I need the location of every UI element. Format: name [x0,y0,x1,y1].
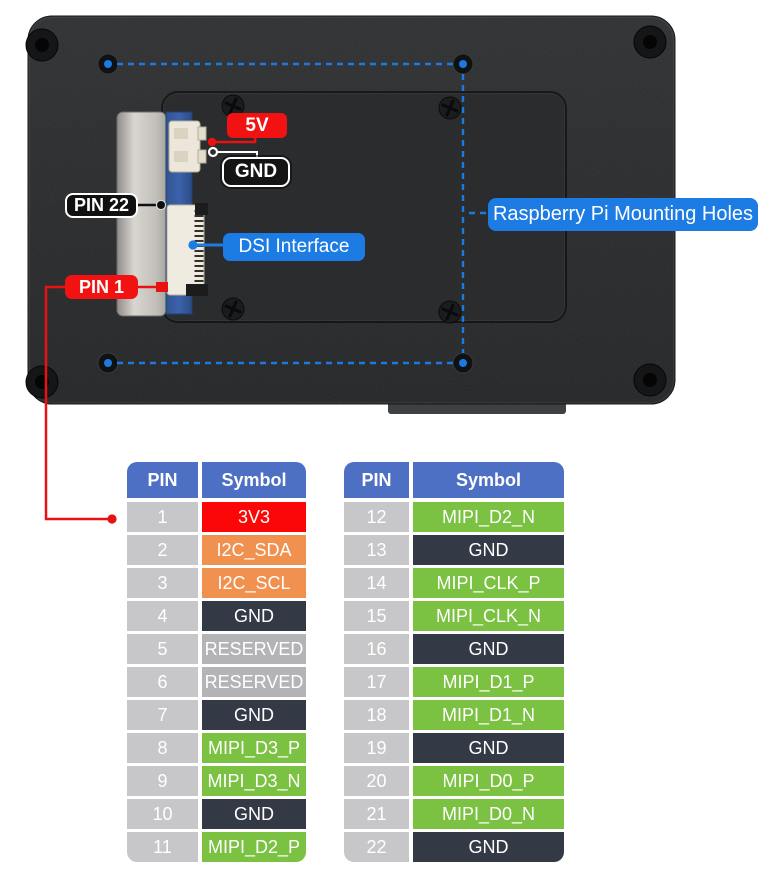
pin-cell: 12 [344,502,409,532]
symbol-header: Symbol [413,462,564,498]
symbol-cell: MIPI_D0_N [413,799,564,829]
pin-cell: 6 [127,667,198,697]
symbol-cell: I2C_SDA [202,535,306,565]
symbol-cell: MIPI_D0_P [413,766,564,796]
pin-cell: 11 [127,832,198,862]
symbol-cell: MIPI_D2_P [202,832,306,862]
pin-cell: 7 [127,700,198,730]
corner-screw-icons [25,25,667,399]
label-gnd: GND [222,157,290,187]
screw-icon [633,363,667,397]
table-header-row: PIN Symbol [127,462,306,498]
pin-cell: 16 [344,634,409,664]
symbol-cell: GND [413,733,564,763]
symbol-cell: MIPI_D3_N [202,766,306,796]
symbol-cell: I2C_SCL [202,568,306,598]
dsi-connector [166,203,208,296]
pin-cell: 1 [127,502,198,532]
screw-icon [438,300,462,324]
mounting-hole-icon [452,352,474,374]
symbol-cell: RESERVED [202,667,306,697]
symbol-cell: GND [413,832,564,862]
symbol-header: Symbol [202,462,306,498]
symbol-cell: MIPI_D1_N [413,700,564,730]
mounting-hole-guides [117,62,487,365]
mounting-hole-icon [452,53,474,75]
panel-screw-icons [221,94,462,324]
symbol-cell: MIPI_CLK_P [413,568,564,598]
screw-icon [438,96,462,120]
symbol-cell: MIPI_D1_P [413,667,564,697]
screw-icon [221,297,245,321]
pin-cell: 3 [127,568,198,598]
label-5v: 5V [227,113,287,138]
pin-cell: 13 [344,535,409,565]
pin-cell: 22 [344,832,409,862]
label-dsi-interface: DSI Interface [223,233,365,261]
label-pin22: PIN 22 [65,193,138,218]
symbol-cell: GND [202,601,306,631]
pin-cell: 17 [344,667,409,697]
pin-header: PIN [127,462,198,498]
pin-header: PIN [344,462,409,498]
pin-cell: 10 [127,799,198,829]
symbol-cell: MIPI_CLK_N [413,601,564,631]
power-connector [168,120,207,173]
mounting-hole-icon [97,352,119,374]
symbol-cell: GND [413,634,564,664]
screw-icon [25,365,59,399]
pin-cell: 21 [344,799,409,829]
symbol-cell: MIPI_D2_N [413,502,564,532]
pin-cell: 2 [127,535,198,565]
label-mounting-holes: Raspberry Pi Mounting Holes [488,198,758,231]
pin-cell: 20 [344,766,409,796]
pin-cell: 8 [127,733,198,763]
symbol-cell: GND [202,700,306,730]
pin-cell: 4 [127,601,198,631]
table-header-row: PIN Symbol [344,462,564,498]
label-pin1: PIN 1 [65,275,138,299]
symbol-cell: 3V3 [202,502,306,532]
pin-cell: 5 [127,634,198,664]
pin-cell: 9 [127,766,198,796]
pin-cell: 18 [344,700,409,730]
pin-cell: 15 [344,601,409,631]
adapter-board [116,111,208,317]
symbol-cell: GND [413,535,564,565]
mounting-hole-icon [97,53,119,75]
pin-cell: 14 [344,568,409,598]
pin-cell: 19 [344,733,409,763]
symbol-cell: GND [202,799,306,829]
symbol-cell: RESERVED [202,634,306,664]
symbol-cell: MIPI_D3_P [202,733,306,763]
screw-icon [633,25,667,59]
screw-icon [25,28,59,62]
